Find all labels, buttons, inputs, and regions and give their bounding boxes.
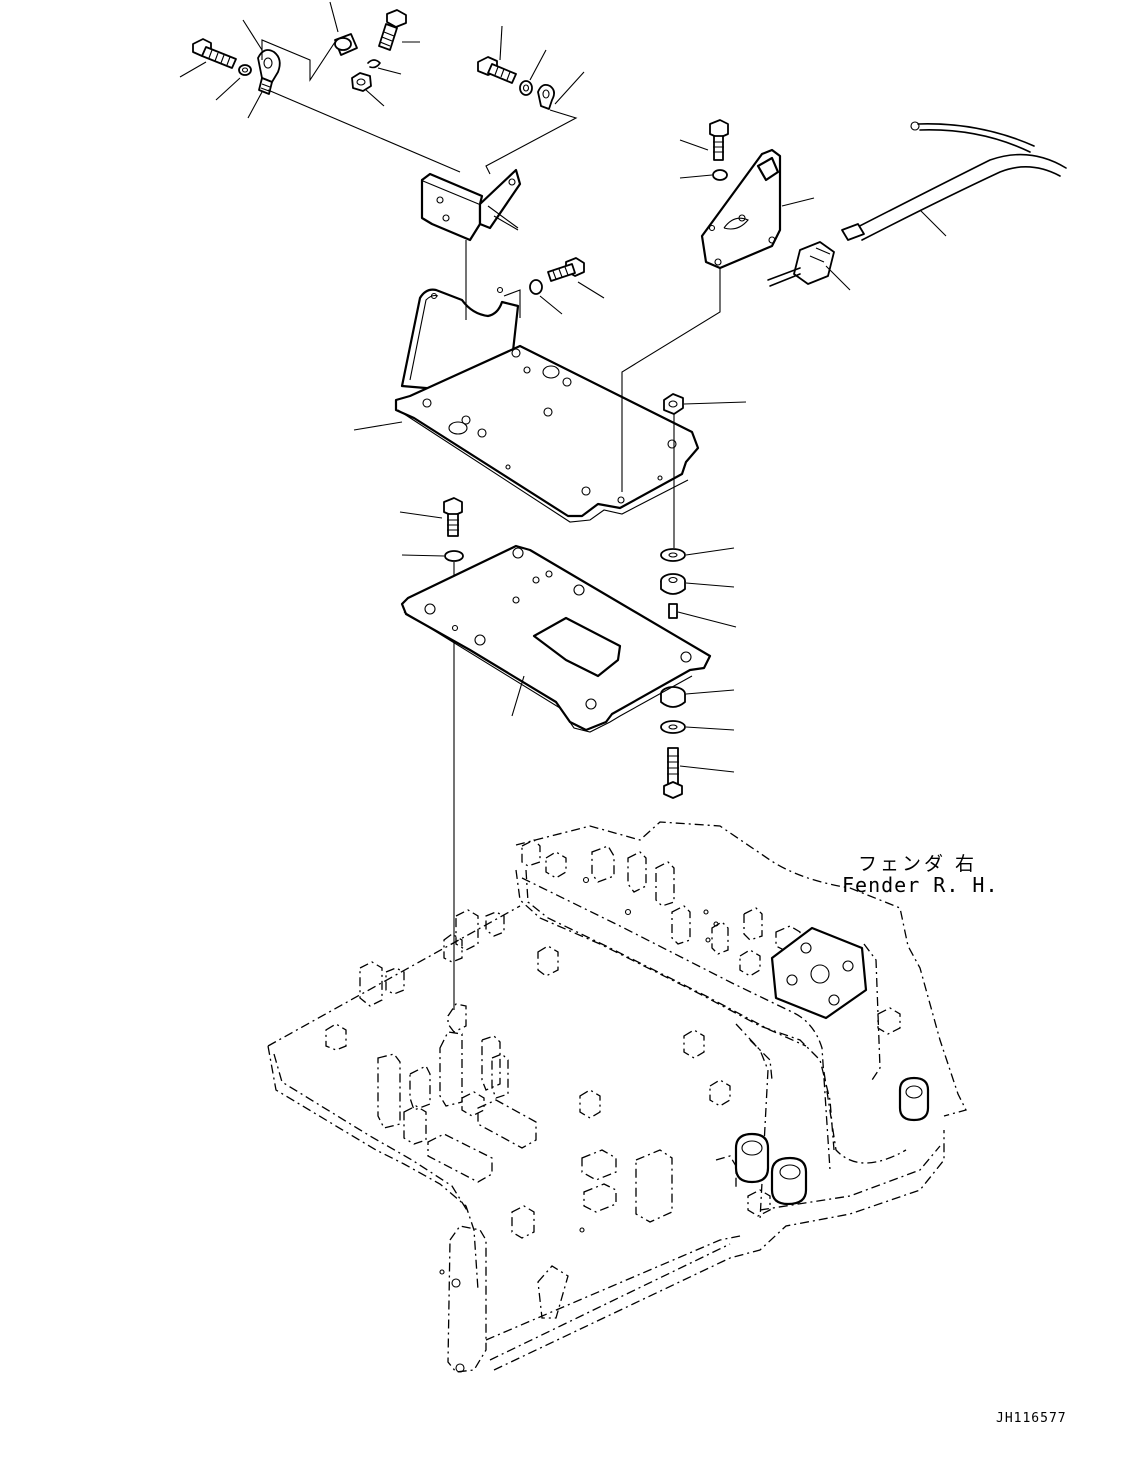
- bolt-upper-center: [378, 9, 407, 51]
- right-connector-bracket: [621, 119, 1067, 492]
- loop-clamp-right: [537, 83, 555, 110]
- cylinder-boss-left: [734, 1132, 770, 1184]
- cylinder-boss-rear: [898, 1076, 930, 1122]
- loop-clamp-left: [257, 49, 281, 95]
- bolt-upper-right: [477, 56, 517, 84]
- bolt-upper-left: [192, 38, 237, 69]
- mount-stack-right: [660, 393, 747, 799]
- fender-label-japanese: フェンダ 右: [858, 853, 978, 875]
- sleeve-cap: [334, 33, 358, 56]
- fender-label-english: Fender R. H.: [842, 873, 999, 897]
- nut-upper-center: [351, 72, 372, 92]
- spring-clip: [367, 59, 381, 69]
- main-bracket-plate: [353, 215, 700, 523]
- drawing-number: JH116577: [996, 1411, 1067, 1426]
- small-bracket-left: [420, 168, 522, 242]
- upper-left-fastener-group: [179, 1, 585, 175]
- lower-mount-plate: [399, 497, 712, 1010]
- bolt-side: [547, 257, 585, 282]
- fender-right-hand: [267, 821, 967, 1373]
- mount-block: [770, 926, 868, 1020]
